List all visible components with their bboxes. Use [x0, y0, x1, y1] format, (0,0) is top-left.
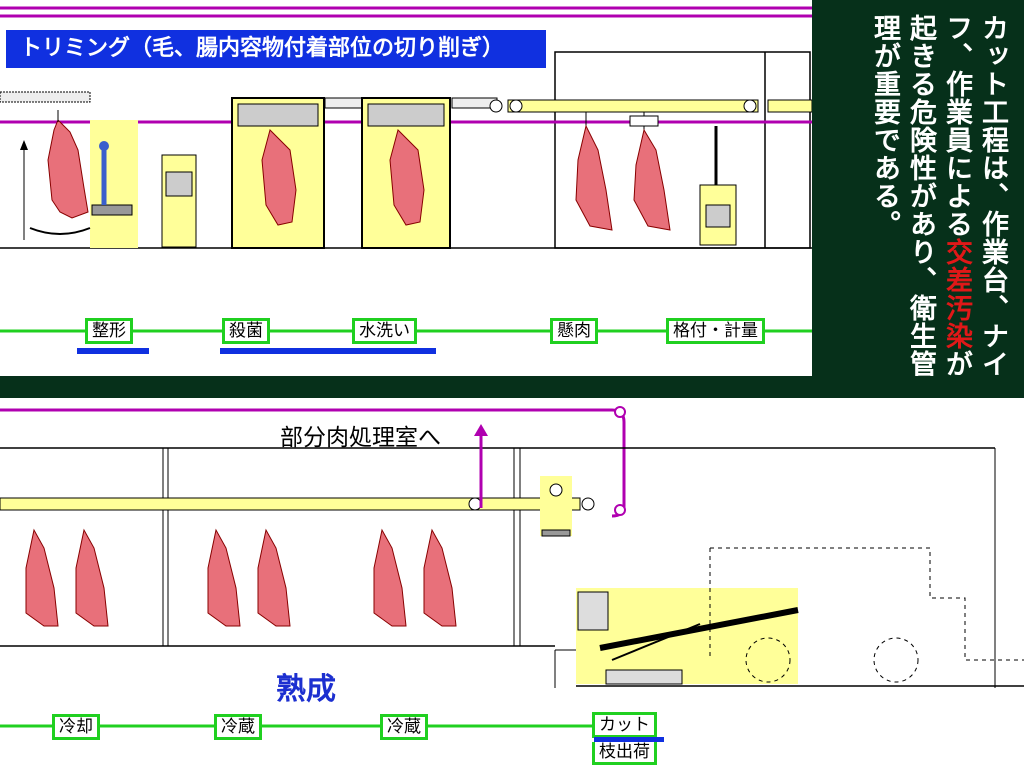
step-grading-weighing: 格付・計量 [666, 318, 765, 344]
trimming-title: トリミング（毛、腸内容物付着部位の切り削ぎ） [6, 30, 546, 68]
aging-label: 熟成 [276, 672, 336, 707]
step-cut: カット [592, 712, 657, 738]
cross-contamination-highlight: 交差汚染 [941, 238, 972, 350]
step-refrigeration-1: 冷蔵 [214, 714, 262, 740]
step-hang-meat: 懸肉 [550, 318, 598, 344]
explanation-part1: カット工程は、作業台、ナイフ、作業員による [941, 14, 1008, 378]
explanation-panel: カット工程は、作業台、ナイフ、作業員による交差汚染が起きる危険性があり、衛生管理… [812, 0, 1024, 398]
transfer-to-cutting-room-label: 部分肉処理室へ [280, 425, 441, 451]
top-process-panel: トリミング（毛、腸内容物付着部位の切り削ぎ） 整形 殺菌 水洗い 懸肉 格付・計… [0, 0, 813, 376]
step-sterilize: 殺菌 [222, 318, 270, 344]
step-carcass-shipment: 枝出荷 [592, 742, 657, 765]
step-shaping: 整形 [85, 318, 133, 344]
step-refrigeration-2: 冷蔵 [380, 714, 428, 740]
shaping-underline [77, 348, 149, 354]
cut-underline [594, 737, 664, 742]
top-process-illustration [0, 6, 813, 333]
bottom-process-illustration [0, 406, 1024, 728]
explanation-text: カット工程は、作業台、ナイフ、作業員による交差汚染が起きる危険性があり、衛生管理… [866, 14, 1010, 394]
step-cooling: 冷却 [52, 714, 100, 740]
sterilize-wash-underline [220, 348, 436, 354]
step-water-wash: 水洗い [352, 318, 417, 344]
explanation-part2: が起きる危険性があり、衛生管理が重要である。 [869, 14, 972, 378]
divider-strip [0, 376, 1024, 398]
